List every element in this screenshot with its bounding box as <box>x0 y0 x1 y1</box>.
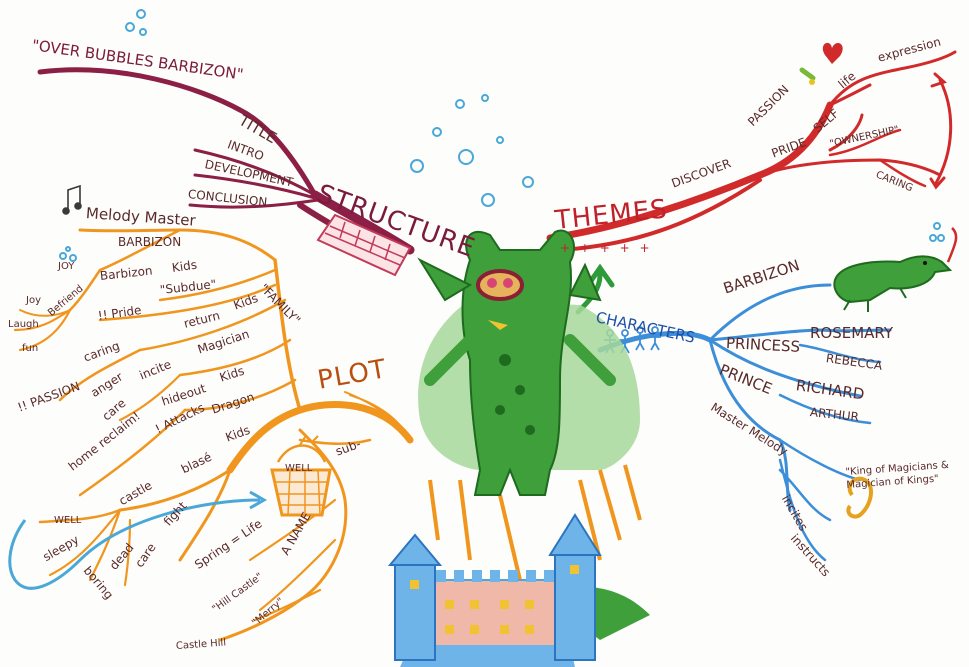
heart-icon <box>823 43 843 64</box>
plot-kids-1: Kids <box>171 259 198 274</box>
well-icon <box>272 436 330 515</box>
characters-rosemary: ROSEMARY <box>810 326 893 341</box>
plot-joy-small: JOY <box>58 262 74 272</box>
themes-plus-signs: + + + + + <box>560 242 653 254</box>
plot-well: WELL <box>54 516 81 526</box>
plot-well-icon-label: WELL <box>285 464 312 474</box>
characters-princess: PRINCESS <box>726 336 801 355</box>
plot-barbizon-upper: BARBIZON <box>118 236 181 248</box>
castle-image <box>390 515 650 667</box>
flower-icon <box>802 70 815 85</box>
plot-joy: Joy <box>26 296 41 306</box>
dragon-icon <box>834 228 956 312</box>
plot-laugh: Laugh <box>8 320 39 330</box>
plot-fun: fun <box>22 344 38 354</box>
music-note-icon <box>63 186 81 214</box>
monster-image <box>418 231 640 580</box>
